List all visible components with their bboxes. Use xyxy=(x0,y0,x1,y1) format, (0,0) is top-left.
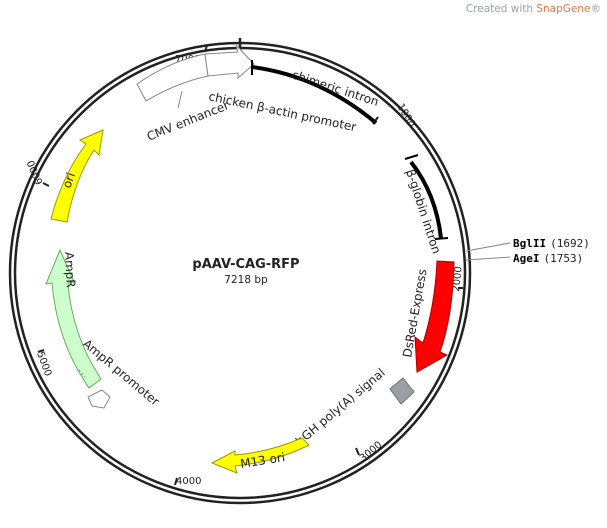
tick-label-5000: 5000 xyxy=(34,350,53,378)
credit-mark: ® xyxy=(590,3,602,15)
tick-3000 xyxy=(355,447,360,456)
site-bglii-position: (1692) xyxy=(550,237,590,250)
site-agei-name: AgeI xyxy=(513,252,540,265)
plasmid-name: pAAV-CAG-RFP xyxy=(192,257,299,272)
site-bglii[interactable]: BglII (1692) xyxy=(513,237,590,250)
tick-label-2000: 2000 xyxy=(451,266,465,292)
feature-ampr xyxy=(45,248,102,389)
feature-m13-ori xyxy=(210,437,310,474)
backbone-inner xyxy=(13,46,467,500)
tick-7000 xyxy=(204,44,208,53)
label-bgh-polya: bGH poly(A) signal xyxy=(293,366,388,449)
credit-brand: SnapGene xyxy=(536,3,591,15)
tick-label-1000: 1000 xyxy=(394,102,417,129)
ampr-junction xyxy=(78,369,86,378)
tick-5000 xyxy=(37,349,45,353)
label-ori: ori xyxy=(60,171,78,190)
beta-globin-start xyxy=(404,154,419,160)
label-ampr: AmpR xyxy=(62,251,78,288)
feature-dsred-express xyxy=(414,260,455,373)
site-bglii-name: BglII xyxy=(513,237,546,250)
feature-ori xyxy=(50,129,104,223)
tick-6000 xyxy=(42,182,50,187)
feature-chimeric-intron xyxy=(251,65,378,125)
site-bglii-line xyxy=(465,242,511,252)
site-agei-line xyxy=(465,256,511,261)
cmv-label-line xyxy=(177,90,183,109)
feature-ampr-promoter xyxy=(87,389,111,409)
feature-chicken-actin-promoter xyxy=(204,44,255,80)
plasmid-size: 7218 bp xyxy=(224,274,268,286)
credit-prefix: Created with xyxy=(465,3,537,15)
feature-beta-globin-intron xyxy=(409,160,443,239)
site-agei[interactable]: AgeI (1753) xyxy=(513,252,583,265)
snapgene-credit: Created with SnapGene® xyxy=(466,3,601,15)
tick-label-4000: 4000 xyxy=(176,476,201,487)
tick-4000 xyxy=(174,477,178,486)
site-agei-position: (1753) xyxy=(544,252,584,265)
beta-globin-end xyxy=(434,237,449,240)
label-m13-ori: M13 ori xyxy=(239,450,286,471)
feature-bgh-polya xyxy=(389,377,415,405)
